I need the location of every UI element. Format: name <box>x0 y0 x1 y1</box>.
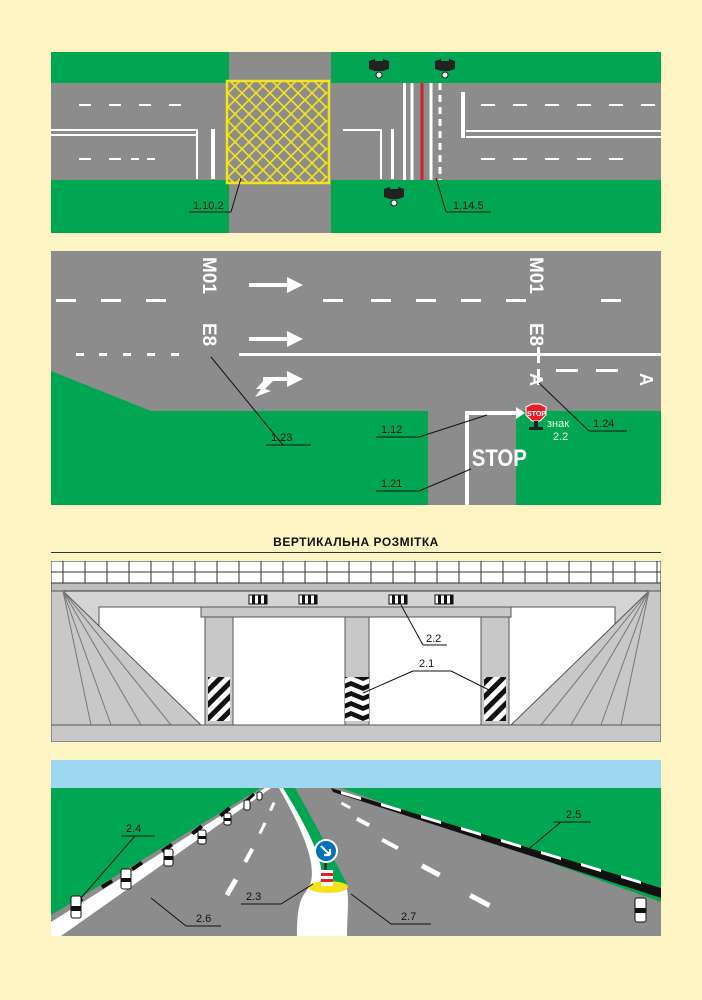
road-code-m01-right: M01 <box>525 257 546 294</box>
arrow-straight-right-marking <box>255 371 303 397</box>
arrow-straight-marking <box>249 277 303 293</box>
label-1-23: 1.23 <box>271 432 292 444</box>
title-divider <box>51 552 661 553</box>
lane-markings-diagram: M01 E8 M01 E8 A A STOP STOP знак 2.2 1.2… <box>51 251 661 505</box>
traffic-light-icon <box>435 59 455 79</box>
traffic-light-icon <box>369 59 389 79</box>
label-1-21: 1.21 <box>381 478 402 490</box>
section-title: ВЕРТИКАЛЬНА РОЗМІТКА <box>273 535 439 549</box>
label-2-1: 2.1 <box>419 658 434 670</box>
label-2-7: 2.7 <box>401 911 416 923</box>
traffic-light-icon <box>384 187 404 207</box>
road-code-a-left: A <box>526 373 546 386</box>
panel-curved-road: 2.4 2.5 2.3 2.6 2.7 <box>51 760 661 936</box>
label-1-14-5: 1.14.5 <box>453 200 484 212</box>
stop-line-marking <box>465 407 525 505</box>
intersection-diagram: 1.10.2 1.14.5 <box>51 52 661 233</box>
sign-caption-line2: 2.2 <box>553 431 568 443</box>
label-1-12: 1.12 <box>381 424 402 436</box>
sign-caption-line1: знак <box>547 418 569 430</box>
road-code-a-right: A <box>636 373 656 386</box>
yellow-box-junction <box>225 79 331 185</box>
median-yellow-marking <box>308 881 348 893</box>
label-2-4: 2.4 <box>126 823 141 835</box>
pier-stripe-marking <box>484 677 506 721</box>
panel-bridge: 2.2 2.1 <box>51 561 661 742</box>
panel-lane-markings: M01 E8 M01 E8 A A STOP STOP знак 2.2 1.2… <box>51 251 661 505</box>
pier-stripe-marking <box>208 677 230 721</box>
stop-sign-text: STOP <box>527 411 546 418</box>
barrier-marking <box>331 788 661 898</box>
label-2-2: 2.2 <box>426 633 441 645</box>
label-1-24: 1.24 <box>593 418 614 430</box>
curved-road-diagram: 2.4 2.5 2.3 2.6 2.7 <box>51 760 661 936</box>
label-2-3: 2.3 <box>246 891 261 903</box>
stop-sign-icon: STOP <box>525 403 547 430</box>
road-code-e8-right: E8 <box>525 323 546 346</box>
label-1-10-2: 1.10.2 <box>193 200 224 212</box>
panel-intersection: 1.10.2 1.14.5 <box>51 52 661 233</box>
beam-stripe-marking <box>248 594 454 605</box>
pier-stripe-marking <box>345 677 369 721</box>
label-2-6: 2.6 <box>196 913 211 925</box>
keep-right-sign-icon <box>314 839 338 886</box>
bridge-diagram: 2.2 2.1 <box>51 561 661 742</box>
bike-crossing-marking <box>403 83 442 180</box>
stop-road-text: STOP <box>472 444 527 471</box>
label-2-5: 2.5 <box>566 809 581 821</box>
arrow-straight-marking <box>249 331 303 347</box>
road-code-e8-left: E8 <box>198 323 219 346</box>
post-marking <box>70 791 647 923</box>
road-code-m01-left: M01 <box>198 257 219 294</box>
